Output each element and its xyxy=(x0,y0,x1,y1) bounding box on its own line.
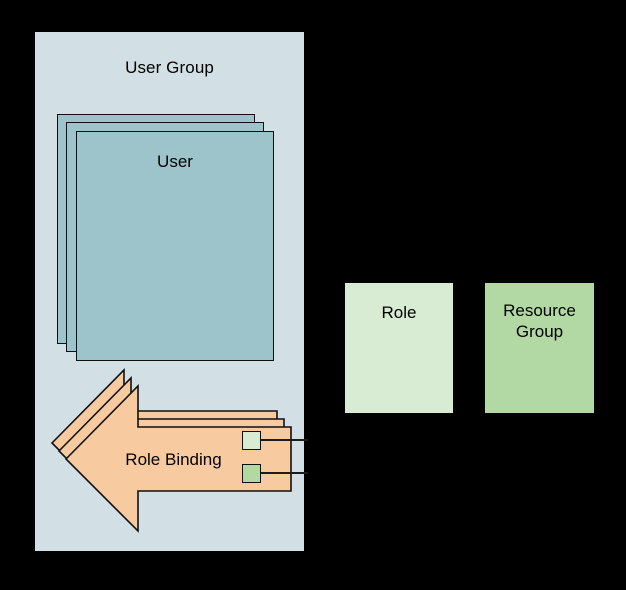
resource-group-label: Resource Group xyxy=(489,300,590,342)
role-label: Role xyxy=(381,303,417,322)
user-label: User xyxy=(157,152,193,171)
role-binding-label: Role Binding xyxy=(125,450,222,469)
resource-group-box[interactable] xyxy=(485,283,594,413)
connector-role-binding-to-resource-group xyxy=(260,472,308,475)
user-group-label: User Group xyxy=(125,58,214,77)
resource-group-port-square[interactable] xyxy=(242,464,261,483)
role-box[interactable] xyxy=(345,283,453,413)
role-port-square[interactable] xyxy=(242,431,261,450)
resource-group-label-line1: Resource xyxy=(503,301,576,320)
resource-group-label-line2: Group xyxy=(515,322,564,341)
role-binding-shape-front[interactable] xyxy=(64,384,292,533)
connector-role-binding-to-role xyxy=(260,439,308,442)
user-card-stack-front[interactable] xyxy=(76,131,274,361)
